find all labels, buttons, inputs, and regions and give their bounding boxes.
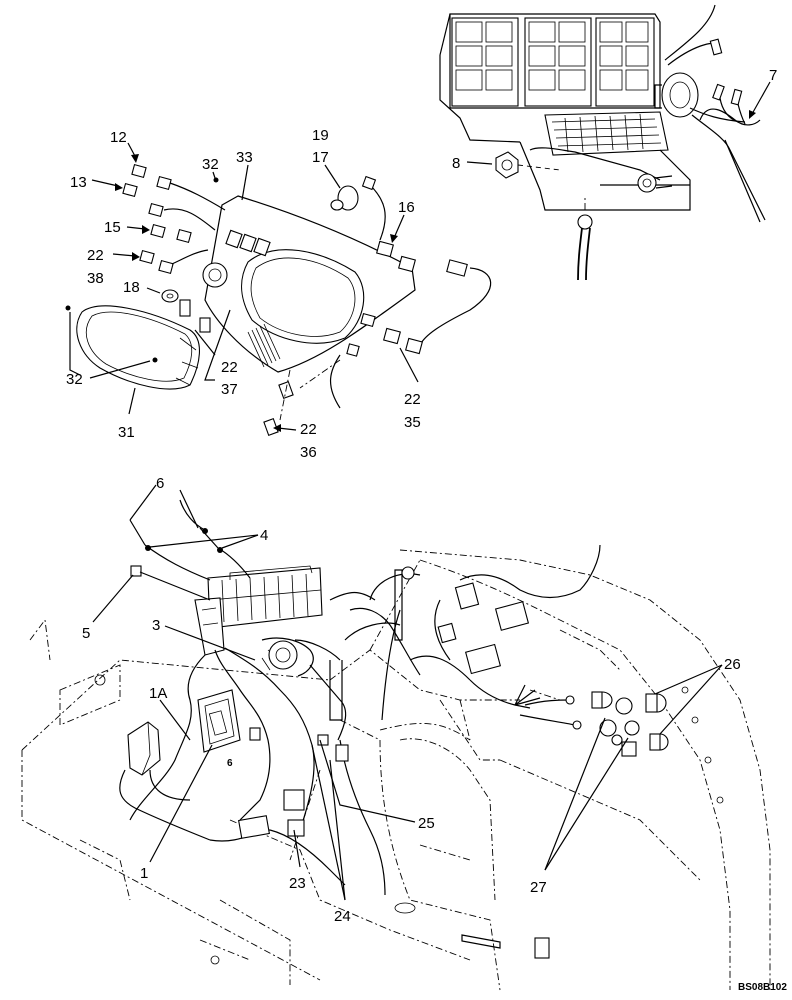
callout-26: 26 — [724, 656, 741, 673]
callout-1: 1 — [140, 865, 148, 882]
callout-3: 3 — [152, 617, 160, 634]
nut-item-8 — [495, 151, 519, 179]
callout-31: 31 — [118, 424, 135, 441]
callout-22-38: 22 — [87, 247, 104, 264]
machine-frame — [21, 549, 771, 991]
callout-32-top: 32 — [202, 156, 219, 173]
switch-item-1 — [197, 689, 241, 753]
gauge-lens-item-31 — [76, 305, 201, 390]
lower-wiring-harness — [119, 499, 669, 896]
callout-33: 33 — [236, 149, 253, 166]
callout-17: 17 — [312, 149, 329, 166]
drawing-code: BS08B102 — [738, 982, 787, 993]
callout-16: 16 — [398, 199, 415, 216]
callout-6-small: 6 — [227, 758, 233, 769]
callout-7: 7 — [769, 67, 777, 84]
callout-36: 36 — [300, 444, 317, 461]
callout-22-36: 22 — [300, 421, 317, 438]
callout-18: 18 — [123, 279, 140, 296]
callout-labels: 12 13 32 33 19 17 15 16 22 38 18 22 37 3… — [66, 67, 787, 993]
callout-1A: 1A — [149, 685, 167, 702]
callout-24: 24 — [334, 908, 351, 925]
callout-37: 37 — [221, 381, 238, 398]
buzzer-component — [654, 72, 699, 118]
instrument-cluster — [65, 163, 492, 436]
lower-relay-panel — [207, 565, 323, 629]
callout-38: 38 — [87, 270, 104, 287]
callout-22-35: 22 — [404, 391, 421, 408]
callout-25: 25 — [418, 815, 435, 832]
callout-6: 6 — [156, 475, 164, 492]
callout-27: 27 — [530, 879, 547, 896]
callout-23: 23 — [289, 875, 306, 892]
callout-35: 35 — [404, 414, 421, 431]
fuse-block — [544, 111, 669, 156]
callout-12: 12 — [110, 129, 127, 146]
bulb-item-17-19 — [330, 185, 359, 211]
lamp-assembly-26-27 — [591, 691, 669, 757]
leader-lines — [69, 81, 771, 901]
callout-15: 15 — [104, 219, 121, 236]
callout-19: 19 — [312, 127, 329, 144]
buzzer-left — [127, 721, 161, 776]
callout-4: 4 — [260, 527, 268, 544]
relay-grid — [451, 17, 655, 107]
callout-13: 13 — [70, 174, 87, 191]
callout-22-37: 22 — [221, 359, 238, 376]
callout-5: 5 — [82, 625, 90, 642]
callout-8: 8 — [452, 155, 460, 172]
fuse-relay-box — [439, 4, 766, 281]
callout-32-bottom: 32 — [66, 371, 83, 388]
